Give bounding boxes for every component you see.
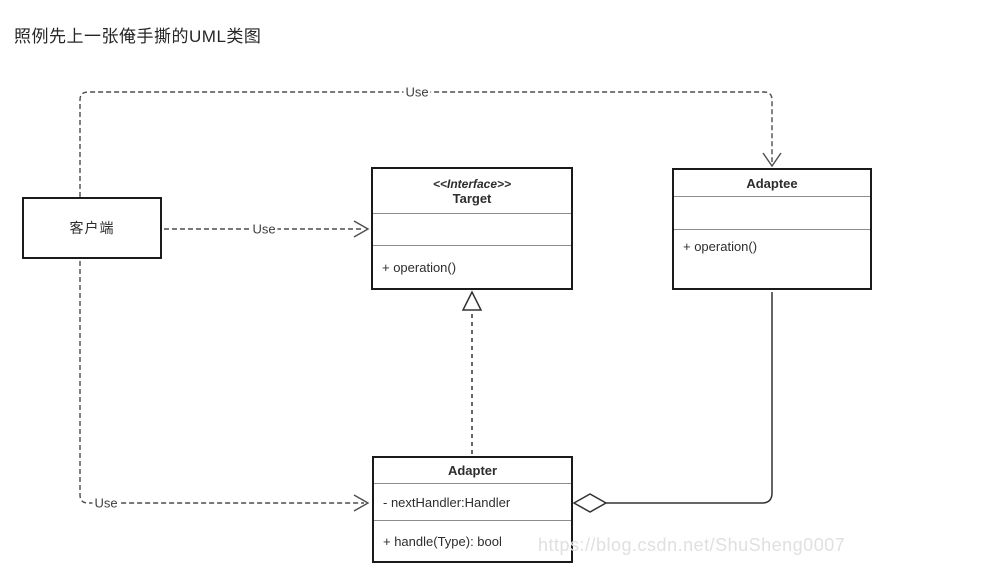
class-attributes-compartment [674,196,870,229]
class-title-compartment: Adapter [374,458,571,483]
class-attributes-compartment: - nextHandler:Handler [374,483,571,520]
class-methods-compartment: + handle(Type): bool [374,520,571,561]
class-name: 客户端 [69,220,115,236]
open-arrowhead-right-icon [353,494,370,512]
use-dependency-client-to-adaptee-line [79,91,773,197]
use-label-middle: Use [250,221,278,237]
class-methods-compartment: + operation() [674,229,870,288]
use-label-top: Use [403,84,431,100]
class-name: Adaptee [746,175,798,191]
aggregation-adapter-to-adaptee-line [606,292,773,504]
class-stereotype: <<Interface>> [432,176,512,191]
class-attributes-compartment [373,213,571,245]
realization-triangle-icon [461,290,483,311]
uml-class-target: <<Interface>> Target + operation() [371,167,573,290]
class-title-compartment: <<Interface>> Target [373,169,571,213]
use-dependency-client-to-adapter-line [79,261,364,504]
aggregation-diamond-icon [572,493,608,513]
use-label-bottom: Use [92,495,120,511]
open-arrowhead-right-icon [353,220,370,238]
class-name: Adapter [447,463,498,478]
class-name: Target [452,190,492,206]
uml-class-adapter: Adapter - nextHandler:Handler + handle(T… [372,456,573,563]
page-title: 照例先上一张俺手撕的UML类图 [14,27,262,46]
open-arrowhead-down-icon [762,152,782,168]
class-methods-compartment: + operation() [373,245,571,288]
uml-class-client: 客户端 [22,197,162,259]
uml-class-adaptee: Adaptee + operation() [672,168,872,290]
class-title-compartment: Adaptee [674,170,870,196]
